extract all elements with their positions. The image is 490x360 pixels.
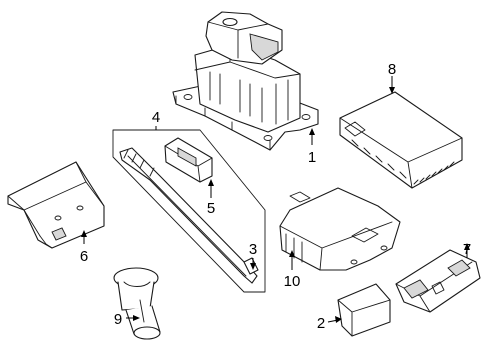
callout-6: 6 [80, 248, 88, 265]
switch-part-7 [395, 249, 481, 313]
callout-9: 9 [114, 311, 122, 328]
actuator-part-9 [113, 267, 161, 340]
bracket-group-4 [112, 129, 266, 293]
callout-3: 3 [249, 241, 257, 258]
bezel-part-6 [7, 161, 105, 249]
control-module-8 [339, 91, 463, 189]
callout-5: 5 [207, 200, 215, 217]
callout-8: 8 [388, 61, 396, 78]
leader-lines [81, 76, 470, 323]
control-unit-10 [279, 187, 401, 271]
callout-labels: 1 2 3 4 5 6 7 8 9 10 [80, 61, 471, 332]
callout-10: 10 [284, 273, 301, 290]
cover-part-2 [337, 283, 391, 337]
callout-1: 1 [308, 149, 316, 166]
callout-7: 7 [463, 241, 471, 258]
callout-2: 2 [317, 315, 325, 332]
gear-shifter-assembly [172, 11, 319, 151]
callout-4: 4 [152, 109, 160, 126]
